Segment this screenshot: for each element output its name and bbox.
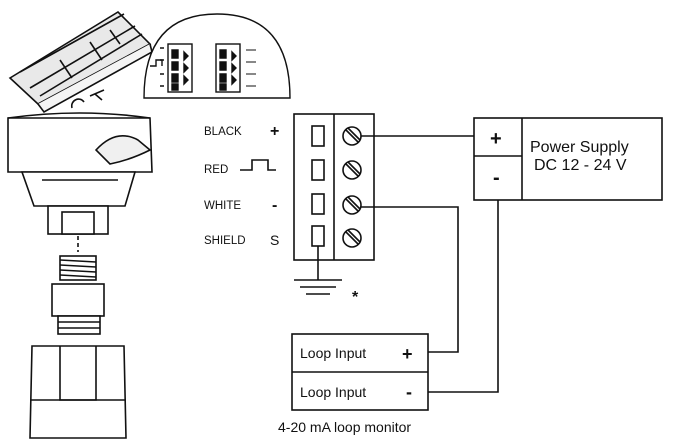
loop-monitor-caption: 4-20 mA loop monitor [278,419,411,435]
loop-input-plus-label: Loop Input [300,345,366,361]
ground-symbol [294,246,342,295]
wire-sign-white: - [272,197,277,214]
power-supply-plus: + [490,128,502,150]
terminal-slot-2 [311,159,325,181]
power-supply-voltage: DC 12 - 24 V [534,157,627,174]
ground-note: * [352,289,359,306]
power-supply-minus: - [493,167,500,189]
terminal-detail [143,13,291,99]
sensor-body [29,283,127,439]
wire-label-red: RED [204,164,228,176]
lid-hook [70,89,105,109]
loop-input-minus-sign: - [406,382,412,402]
loop-monitor [291,333,429,411]
terminal-slot-1 [311,125,325,147]
terminal-screw-4 [342,228,362,248]
terminal-screw-2 [342,160,362,180]
power-supply-title: Power Supply [530,139,629,156]
sensor-neck [47,205,109,252]
terminal-screw-3 [342,195,362,215]
sensor-thread [59,255,97,281]
terminal-slot-4 [311,225,325,247]
wire-label-shield: SHIELD [204,235,246,247]
loop-input-plus-sign: + [402,344,413,364]
pulse-symbol [240,159,276,171]
loop-input-minus-label: Loop Input [300,384,366,400]
terminal-block [293,113,375,261]
wires [361,135,499,393]
sensor-lid [8,10,153,114]
wire-supply-minus-to-loop [428,200,499,393]
terminal-screw-1 [342,126,362,146]
wire-label-white: WHITE [204,200,241,212]
power-supply [473,117,663,201]
wire-sign-black: + [270,123,279,140]
sensor-illustration [7,10,153,439]
wire-sign-shield: S [270,232,279,248]
sensor-housing [7,112,153,207]
wire-label-black: BLACK [204,126,242,138]
terminal-slot-3 [311,193,325,215]
wire-labels: BLACK + RED WHITE - SHIELD S [204,123,279,248]
wire-signal-to-loop [361,206,459,353]
